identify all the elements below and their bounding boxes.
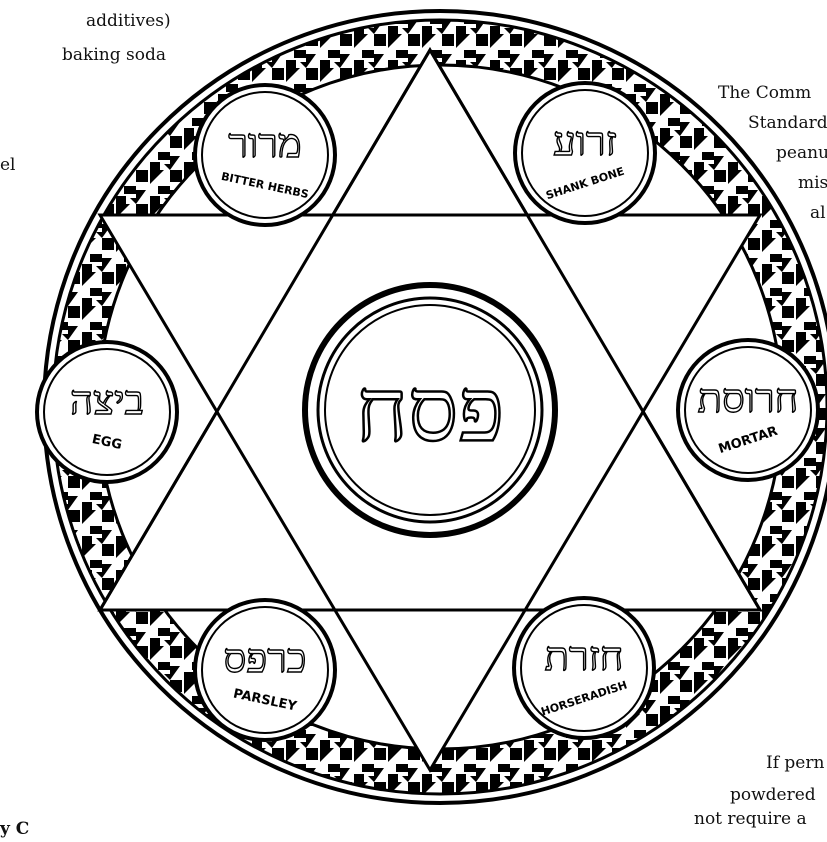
- center-hebrew-title: פסח: [356, 358, 504, 461]
- plate-item-hebrew: מרור: [228, 121, 301, 167]
- plate-item-hebrew: זרוע: [553, 119, 617, 165]
- plate-item-hebrew: חרוסת: [698, 376, 799, 422]
- plate-item-hebrew: חזרת: [545, 634, 624, 680]
- plate-item-hebrew: ביצה: [70, 378, 144, 424]
- center-medallion: פסח: [305, 285, 555, 535]
- plate-item-hebrew: כרפס: [224, 636, 307, 682]
